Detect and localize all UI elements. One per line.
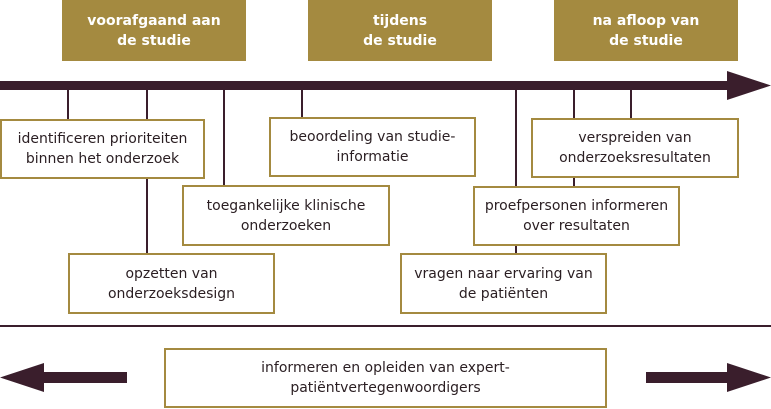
activity-assess-information-text: beoordeling van studie- informatie	[289, 129, 456, 165]
activity-assess-information: beoordeling van studie- informatie	[269, 117, 476, 177]
activity-inform-participants-text: proefpersonen informeren over resultaten	[484, 198, 669, 234]
connector-assess	[301, 88, 303, 120]
left-arrow-bar	[36, 372, 127, 383]
phase-before-label: voorafgaand aan de studie	[87, 12, 221, 49]
ongoing-activity-text: informeren en opleiden van expert- patië…	[261, 360, 510, 396]
activity-accessible-trials: toegankelijke klinische onderzoeken	[182, 185, 390, 246]
activity-study-design: opzetten van onderzoeksdesign	[68, 253, 275, 314]
activity-patient-experience-text: vragen naar ervaring van de patiënten	[414, 265, 593, 302]
connector-accessible	[223, 88, 225, 186]
phase-after-study: na afloop van de studie	[554, 0, 738, 61]
connector-identify-left	[67, 88, 69, 120]
activity-accessible-trials-text: toegankelijke klinische onderzoeken	[206, 197, 366, 234]
connector-experience	[515, 88, 517, 254]
phase-during-study: tijdens de studie	[308, 0, 492, 61]
activity-disseminate-results: verspreiden van onderzoeksresultaten	[531, 118, 739, 178]
activity-inform-participants: proefpersonen informeren over resultaten	[473, 186, 680, 246]
separator-line	[0, 325, 771, 327]
activity-disseminate-results-text: verspreiden van onderzoeksresultaten	[559, 130, 711, 166]
phase-after-label: na afloop van de studie	[592, 12, 700, 49]
connector-disseminate-right	[630, 88, 632, 120]
connector-disseminate-left	[573, 88, 575, 120]
activity-identify-priorities-text: identificeren prioriteiten binnen het on…	[17, 131, 188, 167]
right-arrow-bar	[646, 372, 736, 383]
activity-study-design-text: opzetten van onderzoeksdesign	[107, 265, 236, 302]
left-arrowhead	[0, 363, 44, 392]
activity-patient-experience: vragen naar ervaring van de patiënten	[400, 253, 607, 314]
connector-design	[146, 178, 148, 254]
timeline-arrowhead	[727, 71, 771, 100]
activity-identify-priorities: identificeren prioriteiten binnen het on…	[0, 119, 205, 179]
phase-during-label: tijdens de studie	[363, 12, 437, 49]
connector-identify-right	[146, 88, 148, 120]
right-arrowhead	[727, 363, 771, 392]
timeline-bar	[0, 81, 735, 90]
connector-inform	[573, 176, 575, 188]
phase-before-study: voorafgaand aan de studie	[62, 0, 246, 61]
ongoing-activity: informeren en opleiden van expert- patië…	[164, 348, 607, 408]
